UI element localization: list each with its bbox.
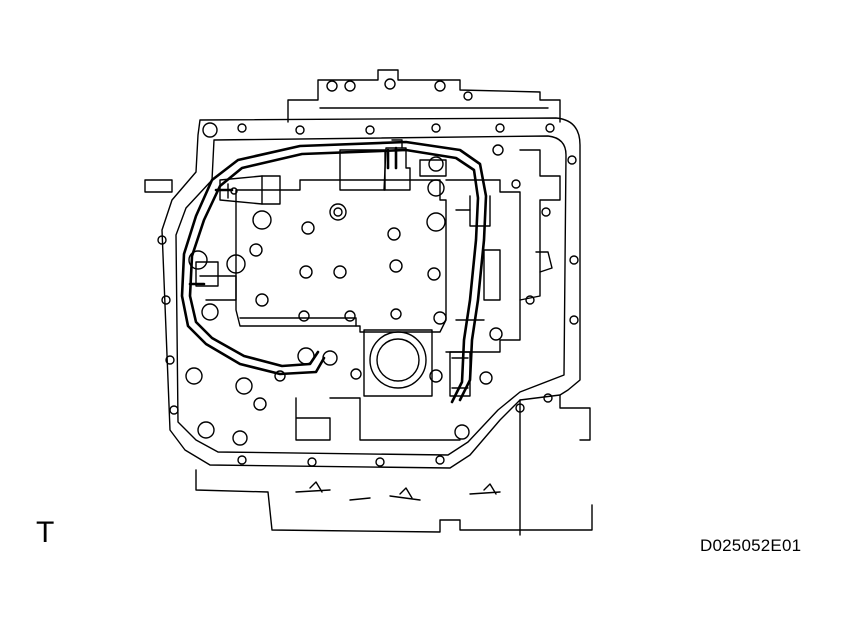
upper-solenoid-block bbox=[339, 139, 447, 197]
transmission-case-bottom bbox=[195, 394, 593, 536]
case-flange-outline bbox=[144, 117, 581, 469]
corner-label: T bbox=[36, 516, 55, 549]
right-valve-body bbox=[445, 144, 561, 353]
left-solenoids bbox=[188, 175, 281, 321]
right-connector bbox=[449, 327, 503, 397]
valve-plate bbox=[235, 179, 447, 333]
transmission-case-top bbox=[287, 69, 561, 123]
figure-id-label: D025052E01 bbox=[700, 536, 802, 555]
wire-harness bbox=[180, 140, 488, 404]
lower-accumulator-area bbox=[185, 329, 470, 446]
